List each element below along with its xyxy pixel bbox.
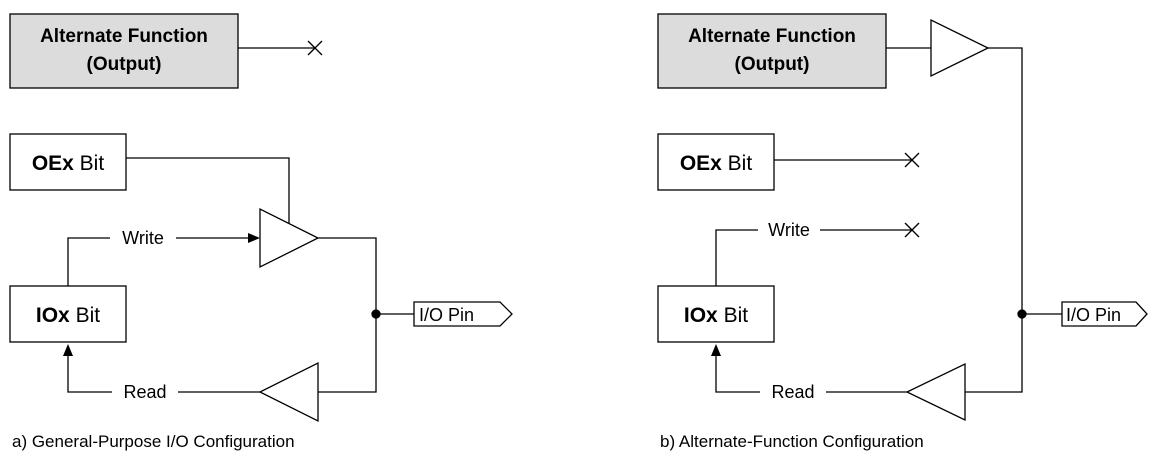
- io-bit-box-a: [9, 285, 127, 343]
- write-label-a: Write: [122, 228, 164, 248]
- alt-func-subtitle-a: (Output): [87, 54, 162, 75]
- junction-dot-b: [1017, 309, 1027, 319]
- oe-bit-box-b: [657, 133, 775, 191]
- io-bit-box-b: [657, 285, 775, 343]
- read-line-left-b: [715, 356, 760, 393]
- oe-bit-label-a: OEx Bit: [32, 152, 105, 175]
- io-bit-label-b: IOx Bit: [684, 304, 748, 327]
- caption-a: a) General-Purpose I/O Configuration: [12, 432, 295, 451]
- read-line-left-a: [67, 356, 112, 393]
- io-bit-label-a: IOx Bit: [36, 304, 100, 327]
- read-label-a: Read: [123, 382, 166, 402]
- disconnect-x-icon: [904, 222, 920, 238]
- diagram-b: [657, 13, 1148, 422]
- alt-pin-loop-line-b: [965, 47, 1023, 393]
- input-buffer-a: [258, 361, 319, 423]
- write-line-left-b: [715, 229, 758, 286]
- read-label-b: Read: [771, 382, 814, 402]
- io-pin-label-b: I/O Pin: [1066, 305, 1121, 325]
- alt-func-subtitle-b: (Output): [735, 54, 810, 75]
- alt-func-box-b: [657, 13, 887, 89]
- io-pin-connector-a: [413, 301, 513, 327]
- write-line-left-a: [67, 237, 110, 286]
- oe-enable-line-a: [126, 157, 290, 223]
- caption-b: b) Alternate-Function Configuration: [660, 432, 924, 451]
- write-label-b: Write: [768, 220, 810, 240]
- alt-func-title-b: Alternate Function: [688, 26, 856, 47]
- junction-dot-a: [371, 309, 381, 319]
- input-buffer-b: [905, 362, 966, 422]
- oe-bit-box-a: [9, 133, 127, 191]
- diagram-a: [9, 13, 513, 423]
- read-arrow-icon: [711, 344, 721, 356]
- io-pin-connector-b: [1061, 301, 1148, 327]
- alt-func-box-a: [9, 13, 239, 89]
- read-arrow-icon: [63, 344, 73, 356]
- io-pin-label-a: I/O Pin: [419, 305, 474, 325]
- write-arrow-icon: [248, 233, 260, 243]
- oe-bit-label-b: OEx Bit: [680, 152, 753, 175]
- alt-func-title-a: Alternate Function: [40, 26, 208, 47]
- disconnect-x-icon: [307, 40, 323, 56]
- pin-loop-line-a: [318, 237, 377, 393]
- disconnect-x-icon: [904, 152, 920, 168]
- alt-output-buffer-b: [930, 18, 990, 78]
